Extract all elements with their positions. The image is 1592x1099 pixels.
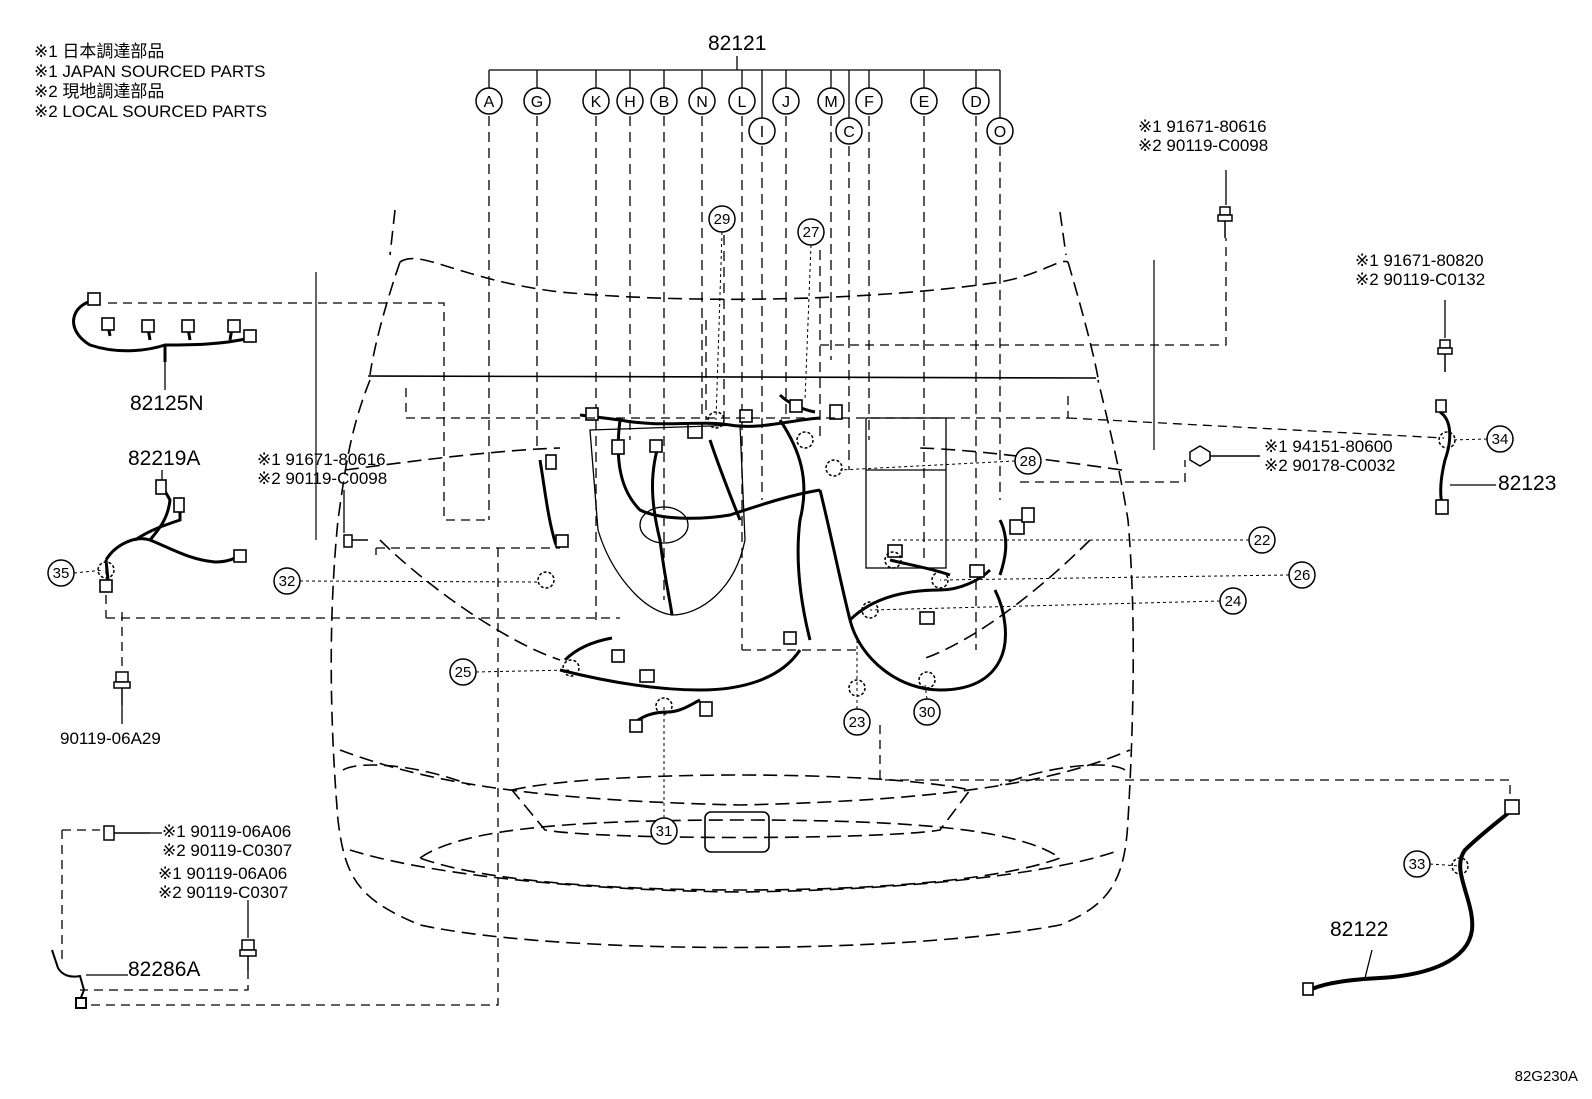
callout-29: 29	[714, 211, 731, 228]
legend-line-2: ※1 JAPAN SOURCED PARTS	[34, 62, 266, 81]
callout-clips	[97, 411, 1469, 875]
letter-L: L	[738, 94, 747, 111]
callout-35: 35	[53, 565, 70, 582]
connector-letter-circles	[475, 87, 1014, 145]
code-nut-1: ※1 94151-80600	[1264, 437, 1393, 456]
harness-82122	[1302, 799, 1520, 996]
harness-82123	[1435, 399, 1452, 515]
part-82122-label: 82122	[1330, 918, 1389, 941]
letter-O: O	[994, 124, 1006, 141]
letter-I: I	[760, 124, 764, 141]
letter-F: F	[864, 94, 874, 111]
part-82219A-label: 82219A	[128, 447, 201, 470]
engine-frames	[589, 417, 947, 616]
letter-N: N	[696, 94, 708, 111]
callout-26: 26	[1294, 567, 1311, 584]
part-82123-label: 82123	[1498, 472, 1557, 495]
callout-23: 23	[849, 714, 866, 731]
code-bottom-b2: ※2 90119-C0307	[158, 883, 289, 902]
part-82121-label: 82121	[708, 32, 767, 55]
letter-M: M	[824, 94, 837, 111]
part-90119-06A29-label: 90119-06A29	[60, 729, 161, 748]
legend: ※1 日本調達部品 ※1 JAPAN SOURCED PARTS ※2 現地調達…	[34, 42, 267, 122]
callout-leaders	[73, 231, 1488, 867]
code-bottom-a1: ※1 90119-06A06	[162, 822, 292, 841]
code-left-1: ※1 91671-80616	[257, 450, 386, 469]
harness-82219A	[99, 479, 247, 593]
callout-33: 33	[1409, 856, 1426, 873]
letter-C: C	[843, 124, 855, 141]
bracket-82286A	[51, 949, 87, 1009]
connector-drop-lines	[488, 116, 1001, 650]
harness-connectors	[545, 399, 1035, 733]
letter-D: D	[970, 94, 982, 111]
letter-K: K	[591, 94, 602, 111]
code-right-1: ※1 91671-80820	[1355, 251, 1484, 270]
harness-82121-leaders	[488, 56, 1001, 118]
letter-E: E	[919, 94, 930, 111]
legend-line-4: ※2 LOCAL SOURCED PARTS	[34, 102, 268, 121]
code-left-2: ※2 90119-C0098	[257, 469, 388, 488]
dashed-guides	[61, 238, 1511, 1006]
bolt-icons	[103, 206, 1453, 970]
part-82286A-label: 82286A	[128, 958, 201, 981]
callout-27: 27	[803, 224, 820, 241]
letter-J: J	[782, 94, 790, 111]
callout-24: 24	[1225, 593, 1242, 610]
code-bottom-b1: ※1 90119-06A06	[158, 864, 288, 883]
main-harness-82121	[538, 393, 1008, 729]
callout-32: 32	[279, 573, 296, 590]
letter-A: A	[484, 94, 495, 111]
callout-25: 25	[455, 664, 472, 681]
callout-circles	[47, 205, 1514, 878]
callout-34: 34	[1492, 431, 1509, 448]
legend-line-3: ※2 現地調達部品	[34, 82, 165, 101]
legend-line-1: ※1 日本調達部品	[34, 42, 165, 61]
letter-B: B	[659, 94, 670, 111]
front-badge	[704, 811, 770, 853]
harness-82125N	[72, 292, 257, 362]
callout-31: 31	[656, 823, 673, 840]
letter-G: G	[531, 94, 543, 111]
part-82125N-label: 82125N	[130, 392, 204, 415]
code-right-2: ※2 90119-C0132	[1355, 270, 1486, 289]
code-top-right-1: ※1 91671-80616	[1138, 117, 1267, 136]
code-bottom-a2: ※2 90119-C0307	[162, 841, 293, 860]
callout-28: 28	[1020, 453, 1037, 470]
connector-letters: A G K H B N L J M F E D I C O	[484, 94, 1007, 141]
callout-numbers: 22 23 24 25 26 27 28 29 30 31 32 33 34 3…	[53, 211, 1509, 873]
callout-22: 22	[1254, 532, 1271, 549]
code-top-right-2: ※2 90119-C0098	[1138, 136, 1269, 155]
callout-30: 30	[919, 704, 936, 721]
letter-H: H	[624, 94, 636, 111]
diagram-reference-code: 82G230A	[1514, 1068, 1578, 1085]
code-nut-2: ※2 90178-C0032	[1264, 456, 1396, 475]
